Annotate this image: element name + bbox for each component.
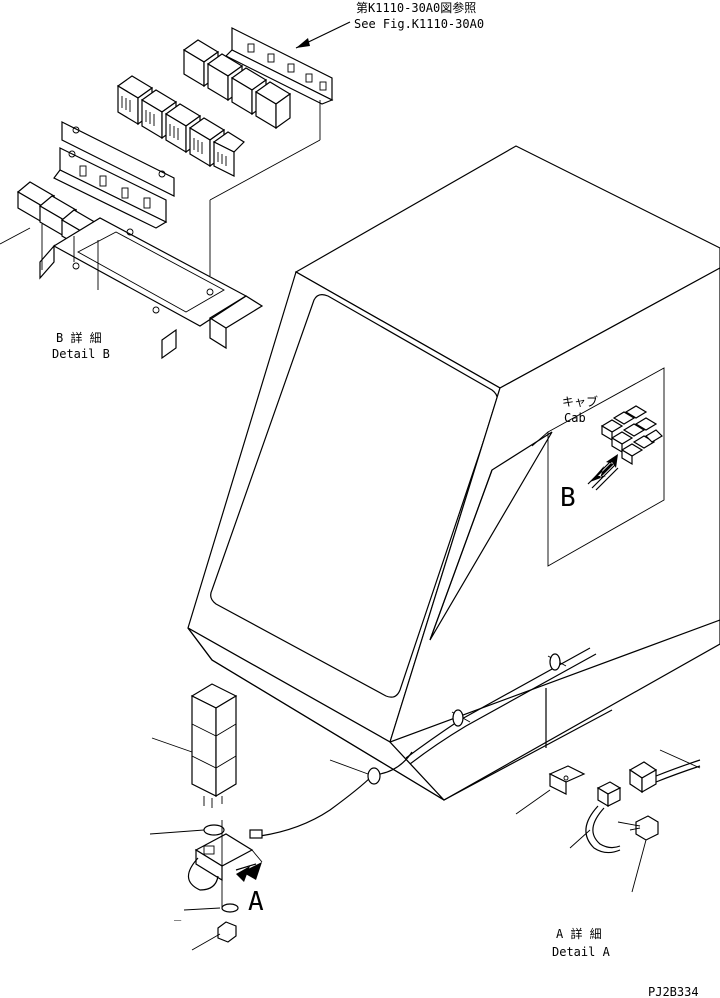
arrow-b-icon <box>587 454 619 491</box>
cab-label-en: Cab <box>564 411 586 425</box>
underscore-mark: _ <box>174 907 182 921</box>
detail-b-label-jp: B 詳 細 <box>56 330 102 345</box>
beacon-lamp <box>149 683 413 951</box>
arrow-a-icon <box>235 862 262 882</box>
reference-label-en: See Fig.K1110-30A0 <box>354 17 484 31</box>
reference-label-jp: 第K1110-30A0図参照 <box>356 0 476 15</box>
cab-label-jp: キャブ <box>562 394 598 409</box>
marker-b: B <box>560 483 576 513</box>
detail-a-label-jp: A 詳 細 <box>556 926 602 941</box>
cab-inset <box>531 367 665 567</box>
marker-a: A <box>248 887 264 917</box>
relay-group-middle <box>116 75 245 177</box>
drawing-code: PJ2B334 <box>648 985 699 998</box>
detail-b-label-en: Detail B <box>52 347 110 361</box>
cab-body <box>187 145 720 801</box>
detail-a-drawing <box>515 749 701 893</box>
detail-a-label-en: Detail A <box>552 945 611 959</box>
detail-b-drawing <box>0 21 351 360</box>
relay-group-upper <box>182 39 292 130</box>
